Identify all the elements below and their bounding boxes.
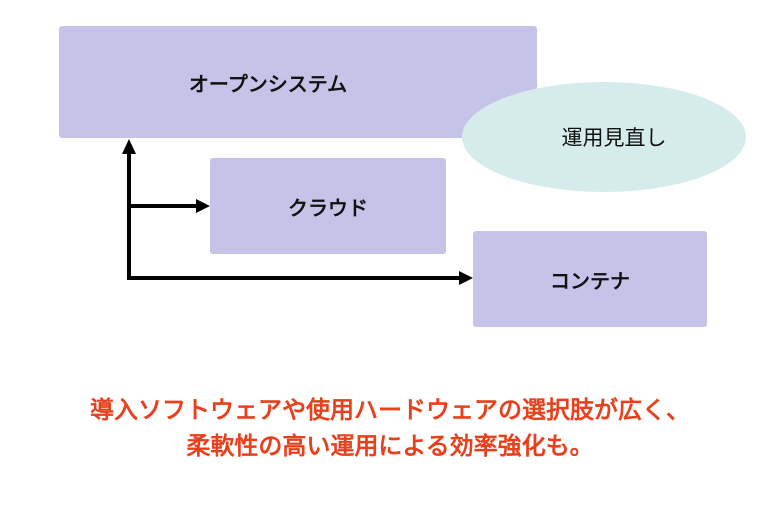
node-operation-review: 運用見直し	[462, 82, 746, 192]
node-cloud: クラウド	[210, 158, 446, 254]
node-open-system-label: オープンシステム	[188, 71, 348, 96]
node-cloud-label: クラウド	[288, 195, 368, 220]
arrowhead-container	[459, 271, 473, 285]
arrowhead-up	[122, 139, 136, 154]
node-open-system: オープンシステム	[59, 26, 537, 138]
caption-line-2: 柔軟性の高い運用による効率強化も。	[186, 432, 594, 460]
caption-line-1: 導入ソフトウェアや使用ハードウェアの選択肢が広く、	[90, 396, 690, 424]
node-container: コンテナ	[473, 231, 707, 327]
node-operation-review-label: 運用見直し	[561, 126, 667, 150]
arrowhead-cloud	[196, 199, 210, 213]
caption: 導入ソフトウェアや使用ハードウェアの選択肢が広く、 柔軟性の高い運用による効率強…	[0, 392, 780, 464]
node-container-label: コンテナ	[550, 268, 630, 293]
